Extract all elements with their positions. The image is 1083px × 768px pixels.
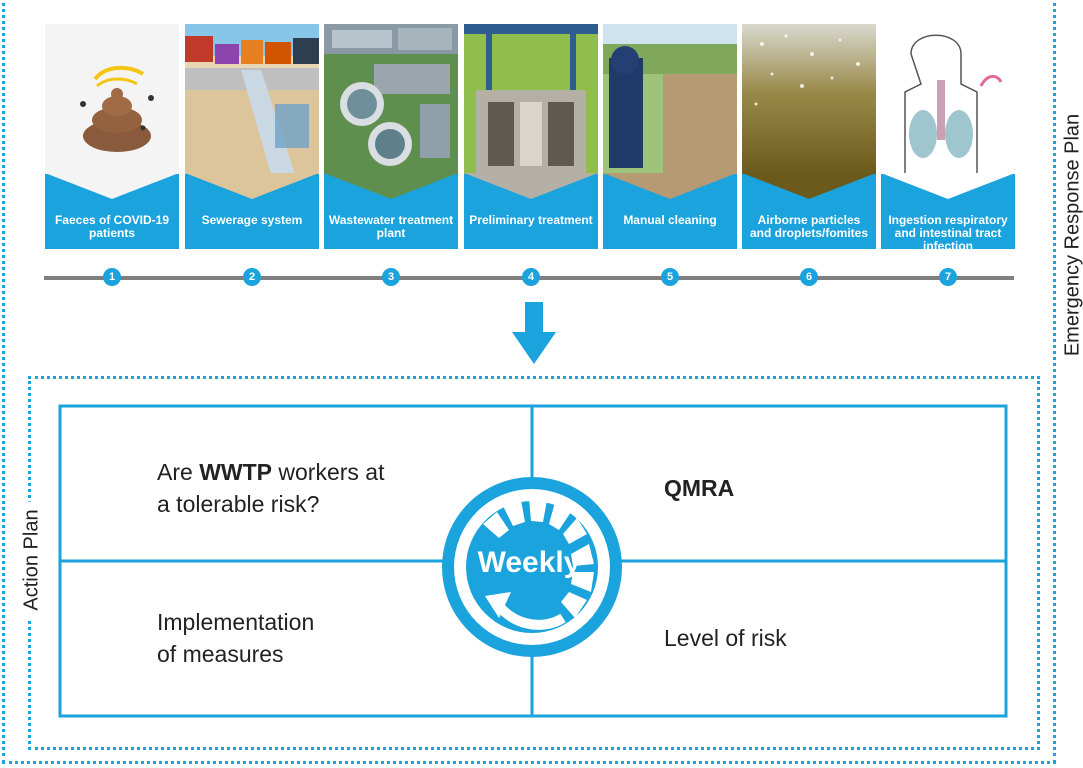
step-number-badge: 6 [800,268,818,286]
step-label-box: Sewerage system [185,173,319,249]
respiratory-tract-illustration [881,24,1015,174]
manual-cleaning-photo [603,24,737,174]
step-label-box: Wastewater treatment plant [324,173,458,249]
step-label-box: Faeces of COVID-19 patients [45,173,179,249]
sewerage-illustration [185,24,319,174]
wastewater-plant-illustration [324,24,458,174]
step-label-box: Preliminary treatment [464,173,598,249]
tolerable-risk-question: Are WWTP workers at a tolerable risk? [157,459,385,517]
level-of-risk-label: Level of risk [664,625,787,651]
weekly-cycle-icon: Weekly [442,477,622,657]
step-sewerage: Sewerage system [185,24,319,249]
step-number-badge: 2 [243,268,261,286]
preliminary-treatment-illustration [464,24,598,174]
step-number-badge: 1 [103,268,121,286]
faeces-illustration [45,24,179,174]
step-number-badge: 3 [382,268,400,286]
emergency-response-frame [2,0,1056,764]
step-label-box: Airborne particles and droplets/fomites [742,173,876,249]
step-number-badge: 5 [661,268,679,286]
droplets-photo [742,24,876,174]
step-number-badge: 7 [939,268,957,286]
step-label: Faeces of COVID-19 patients [54,213,170,240]
step-preliminary: Preliminary treatment [464,24,598,249]
step-label: Sewerage system [201,213,303,227]
step-label: Manual cleaning [623,213,717,227]
step-label-box: Ingestion respiratory and intestinal tra… [881,173,1015,253]
qmra-label: QMRA [664,475,735,501]
step-label: Preliminary treatment [469,213,593,227]
step-label: Ingestion respiratory and intestinal tra… [888,213,1008,253]
step-faeces: Faeces of COVID-19 patients [45,24,179,249]
down-arrow-icon [512,302,556,364]
step-manual-cleaning: Manual cleaning [603,24,737,249]
step-label: Wastewater treatment plant [328,213,454,240]
step-number-badge: 4 [522,268,540,286]
weekly-label: Weekly [478,546,581,579]
implementation-measures-label: Implementation of measures [157,609,315,667]
step-ingestion: Ingestion respiratory and intestinal tra… [881,24,1015,253]
step-label-box: Manual cleaning [603,173,737,249]
step-airborne: Airborne particles and droplets/fomites [742,24,876,249]
step-label: Airborne particles and droplets/fomites [749,213,868,240]
step-wwtp: Wastewater treatment plant [324,24,458,249]
